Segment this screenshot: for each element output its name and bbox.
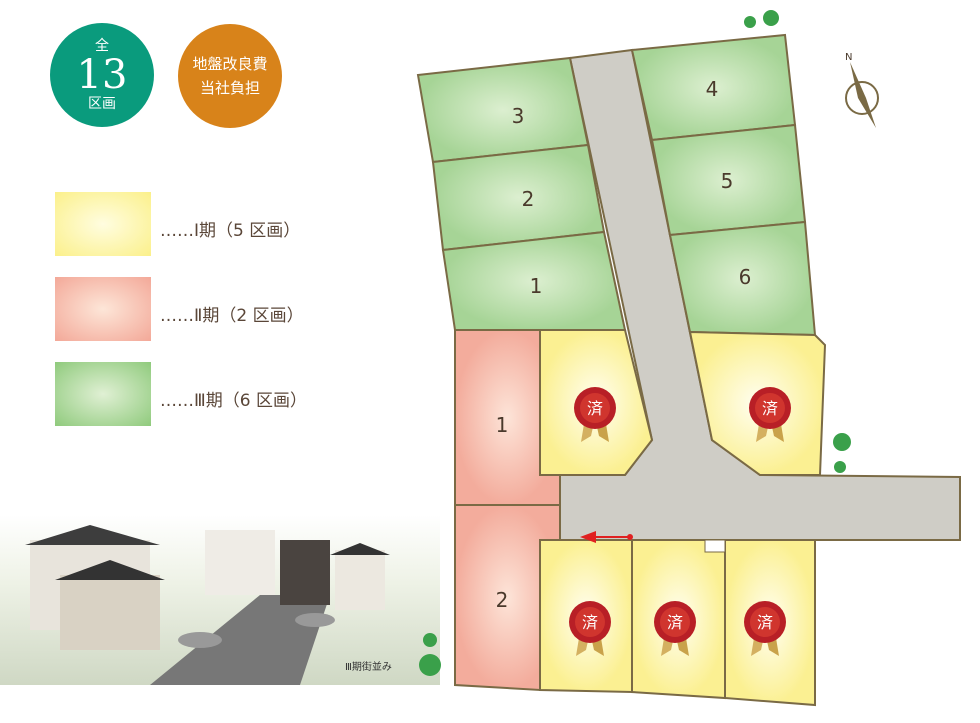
compass-north-label: N — [845, 52, 852, 63]
badge-cost-line1: 地盤改良費 — [192, 55, 268, 73]
lot-label-green-5: 5 — [721, 169, 734, 193]
lot-label-pink-2: 2 — [496, 588, 509, 612]
sold-seal-icon: 済 — [654, 601, 696, 656]
sold-label: 済 — [757, 613, 773, 632]
sold-seal-icon: 済 — [569, 601, 611, 656]
lot-label-pink-1: 1 — [496, 413, 509, 437]
ground-cost-badge: 地盤改良費 当社負担 — [178, 24, 282, 128]
sold-seal-icon: 済 — [574, 387, 616, 442]
lot-label-green-4: 4 — [706, 77, 719, 101]
legend-swatch-phase1 — [55, 192, 151, 256]
lot-green-3 — [416, 56, 590, 164]
arrow-head-icon — [580, 531, 596, 543]
badge-total-top: 全 — [95, 38, 109, 54]
legend-swatch-phase3 — [55, 362, 151, 426]
lot-label-green-2: 2 — [522, 187, 535, 211]
lot-label-green-1: 1 — [530, 274, 543, 298]
illustration-label: Ⅲ期街並み — [345, 662, 392, 673]
badge-cost-line2: 当社負担 — [199, 79, 260, 97]
sold-label: 済 — [582, 613, 598, 632]
sold-seal-icon: 済 — [749, 387, 791, 442]
streetscape-illustration — [0, 515, 440, 685]
lot-label-green-3: 3 — [512, 104, 525, 128]
houses-illustration — [25, 525, 390, 685]
sold-label: 済 — [762, 399, 778, 418]
legend-label-phase2: ……Ⅱ期（2 区画） — [160, 306, 304, 326]
total-lots-badge: 全 13 区画 — [50, 23, 154, 127]
badge-total-number: 13 — [76, 52, 128, 98]
tree-icons — [419, 10, 851, 676]
compass-icon: N — [845, 52, 879, 128]
badge-total-bottom: 区画 — [88, 96, 116, 112]
sold-seal-icon: 済 — [744, 601, 786, 656]
legend-swatch-phase2 — [55, 277, 151, 341]
lot-label-green-6: 6 — [739, 265, 752, 289]
legend-label-phase3: ……Ⅲ期（6 区画） — [160, 391, 307, 411]
legend-label-phase1: ……Ⅰ期（5 区画） — [160, 221, 301, 241]
sold-label: 済 — [667, 613, 683, 632]
sold-label: 済 — [587, 399, 603, 418]
